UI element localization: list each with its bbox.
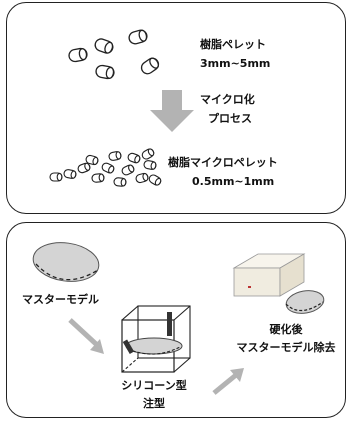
master-model-disc-icon [32,242,100,282]
micro-process-label-line2: プロセス [208,112,252,125]
arrow-to-result-icon [212,368,244,395]
micro-process-label: マイクロ化 [200,93,255,106]
resin-pellets-illustration [67,28,162,81]
resin-pellet-label: 樹脂ペレット [200,38,266,51]
process-arrow-icon [150,90,194,132]
arrow-to-mold-icon [68,318,104,354]
cured-silicone-block-illustration [232,253,306,297]
micro-pellets-illustration [49,146,163,188]
remove-master-label: マスターモデル除去 [236,341,336,354]
removed-master-model-icon [285,290,325,314]
micro-pellet-label: 樹脂マイクロペレット [168,156,278,169]
pour-label: 注型 [143,397,165,410]
master-model-label: マスターモデル [22,293,99,306]
silicone-mold-label: シリコーン型 [121,379,187,392]
micro-pellet-size: 0.5mm~1mm [192,175,275,188]
cured-label: 硬化後 [269,323,303,336]
resin-pellet-size: 3mm~5mm [200,57,271,70]
silicone-mold-box-illustration [121,305,191,373]
